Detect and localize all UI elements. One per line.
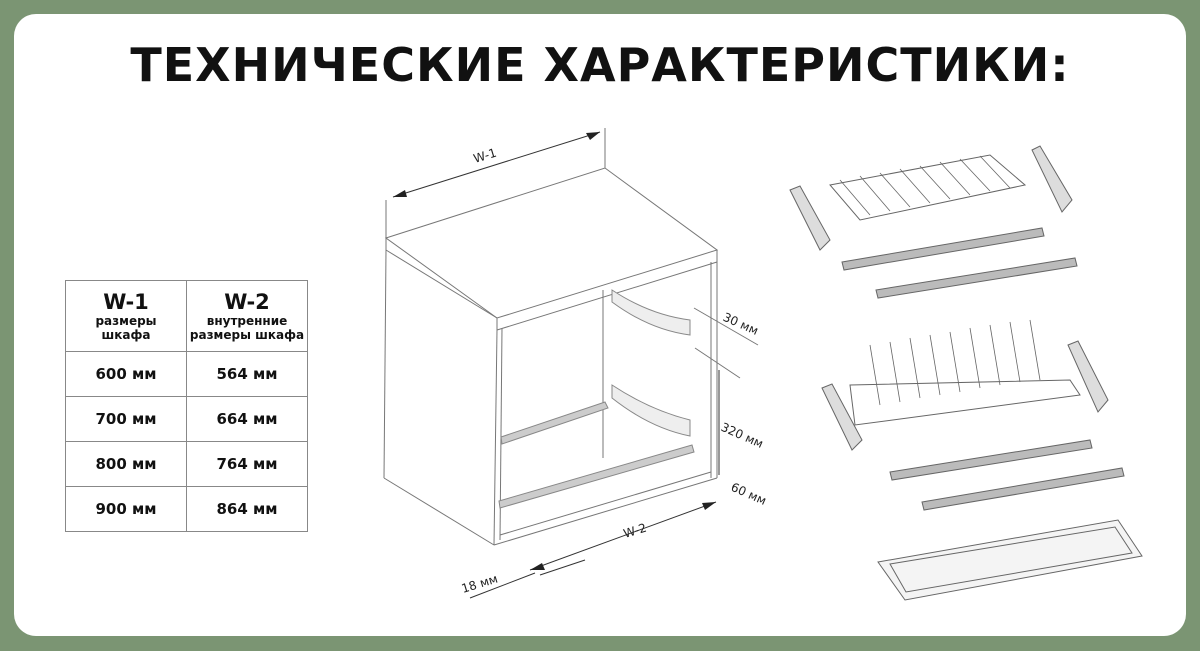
rail-part [889,439,1093,481]
parts-drawing [789,145,1143,601]
w2-label: W-2 [622,521,648,541]
rail-part [841,227,1045,271]
table-header-row: W-1 размеры шкафа W-2 внутренние размеры… [65,280,308,352]
w1-label: W-1 [472,146,498,166]
dim-60-label: 60 мм [729,480,769,508]
cabinet-drawing [383,128,759,599]
drip-tray [877,519,1143,601]
dimensions-table: W-1 размеры шкафа W-2 внутренние размеры… [65,280,308,532]
dim-30-label: 30 мм [721,310,761,338]
dim-18-label: 18 мм [460,572,500,596]
page-title: ТЕХНИЧЕСКИЕ ХАРАКТЕРИСТИКИ: [130,38,1070,92]
arrow-icon [586,132,600,140]
arrow-icon [702,502,716,510]
rails [498,289,695,509]
rail-part [921,467,1125,511]
arrow-icon [393,190,407,197]
arrows [393,132,716,570]
lower-rack [821,319,1109,451]
header-w1: W-1 размеры шкафа [65,280,187,352]
upper-rack [789,145,1073,251]
arrow-icon [530,563,545,570]
dim-320-label: 320 мм [719,420,766,451]
rail-part [875,257,1078,299]
